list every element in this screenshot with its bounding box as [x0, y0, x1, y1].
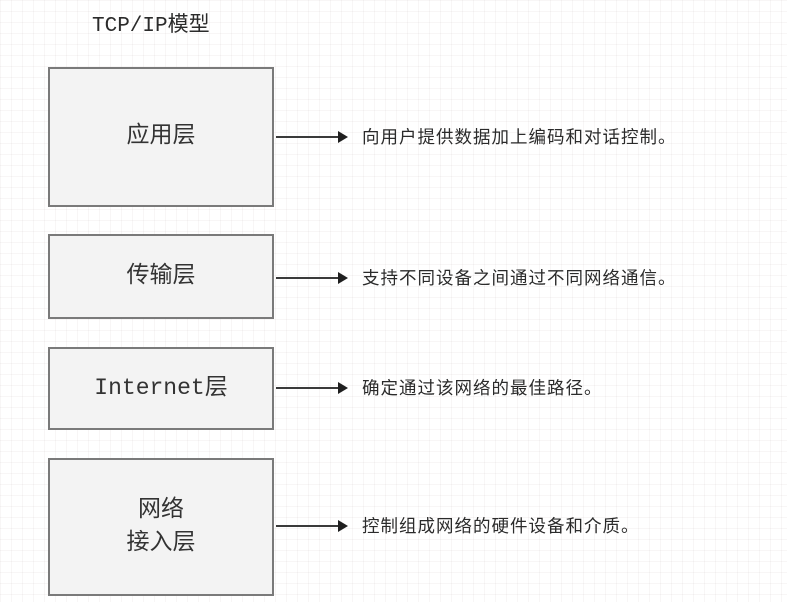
- arrow-head: [338, 520, 348, 532]
- layer-box-application: 应用层: [48, 67, 274, 207]
- layer-box-transport: 传输层: [48, 234, 274, 319]
- layer-description-network-access: 控制组成网络的硬件设备和介质。: [362, 516, 640, 536]
- layer-description-application: 向用户提供数据加上编码和对话控制。: [362, 127, 677, 147]
- layer-label-internet: Internet层: [94, 374, 228, 401]
- layer-description-transport: 支持不同设备之间通过不同网络通信。: [362, 268, 677, 288]
- arrow-head: [338, 382, 348, 394]
- arrow-shaft: [276, 525, 339, 527]
- layer-label-network-access: 网络 接入层: [126, 496, 196, 556]
- right-arrow-icon: [276, 520, 348, 532]
- arrow-head: [338, 131, 348, 143]
- layer-box-internet: Internet层: [48, 347, 274, 430]
- arrow-shaft: [276, 387, 339, 389]
- layer-description-internet: 确定通过该网络的最佳路径。: [362, 378, 603, 398]
- layer-label-application: 应用层: [126, 123, 196, 150]
- diagram-title: TCP/IP模型: [92, 15, 210, 38]
- arrow-shaft: [276, 277, 339, 279]
- arrow-shaft: [276, 136, 339, 138]
- arrow-head: [338, 272, 348, 284]
- layer-box-network-access: 网络 接入层: [48, 458, 274, 596]
- right-arrow-icon: [276, 272, 348, 284]
- layer-label-transport: 传输层: [126, 262, 196, 289]
- right-arrow-icon: [276, 131, 348, 143]
- right-arrow-icon: [276, 382, 348, 394]
